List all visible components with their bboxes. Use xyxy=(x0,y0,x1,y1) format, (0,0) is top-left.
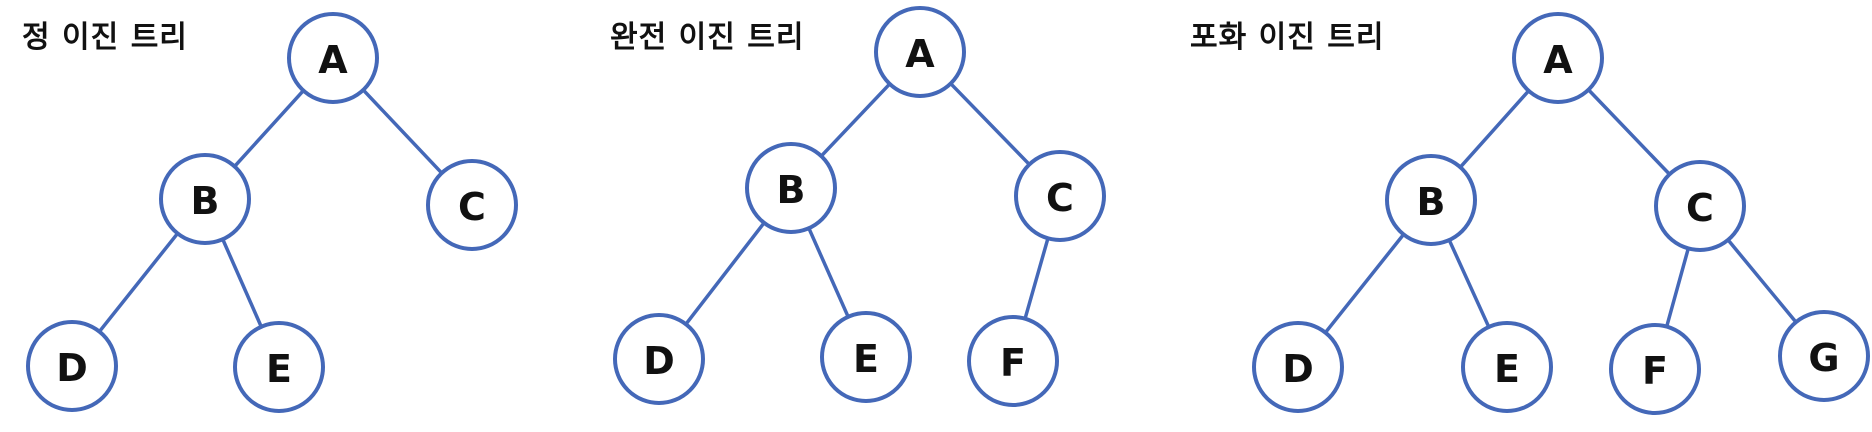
node-label: D xyxy=(643,339,675,383)
node-label: G xyxy=(1808,336,1839,380)
complete-binary-tree-panel: 완전 이진 트리 A B C D E F xyxy=(600,0,1190,432)
edge-a-c xyxy=(949,82,1031,166)
node-circle xyxy=(1385,154,1477,246)
node-label: A xyxy=(1543,38,1573,82)
node-label: C xyxy=(458,185,486,229)
edge-a-b xyxy=(1459,89,1530,169)
tree-node-e: E xyxy=(1461,321,1553,413)
edge-b-e xyxy=(1447,239,1491,328)
node-label: B xyxy=(1417,180,1446,224)
node-label: C xyxy=(1686,186,1714,230)
node-circle xyxy=(1778,310,1870,402)
tree-node-g: G xyxy=(1778,310,1870,402)
node-circle xyxy=(1512,12,1604,104)
tree-node-f: F xyxy=(967,315,1059,407)
edge-c-g xyxy=(1726,238,1798,324)
edge-b-d xyxy=(1324,233,1405,334)
tree-node-c: C xyxy=(1654,160,1746,252)
node-circle xyxy=(1609,323,1701,415)
tree-node-e: E xyxy=(820,311,912,403)
tree-node-b: B xyxy=(159,153,251,245)
node-circle xyxy=(1252,321,1344,413)
node-circle xyxy=(745,142,837,234)
tree-node-e: E xyxy=(233,321,325,413)
node-circle xyxy=(1461,321,1553,413)
node-label: E xyxy=(1494,347,1520,391)
perfect-binary-tree-panel: 포화 이진 트리 A B C D E F G xyxy=(1190,0,1872,432)
node-label: D xyxy=(56,346,88,390)
tree-node-d: D xyxy=(26,320,118,412)
tree-node-b: B xyxy=(745,142,837,234)
tree-node-c: C xyxy=(1014,150,1106,242)
node-circle xyxy=(26,320,118,412)
tree-diagram: A B C D E F xyxy=(613,6,1106,407)
node-circle xyxy=(820,311,912,403)
full-binary-tree-panel: 정 이진 트리 A B C D E xyxy=(0,0,600,432)
node-circle xyxy=(426,159,518,251)
node-label: E xyxy=(266,347,292,391)
tree-node-d: D xyxy=(613,313,705,405)
node-label: E xyxy=(853,337,879,381)
node-label: F xyxy=(1642,349,1668,393)
node-label: B xyxy=(191,179,220,223)
node-circle xyxy=(613,313,705,405)
edge-a-b xyxy=(820,82,891,158)
edge-b-e xyxy=(807,227,850,318)
tree-node-f: F xyxy=(1609,323,1701,415)
node-circle xyxy=(1014,150,1106,242)
tree-node-d: D xyxy=(1252,321,1344,413)
panel-title: 포화 이진 트리 xyxy=(1190,20,1385,55)
tree-node-b: B xyxy=(1385,154,1477,246)
edge-a-b xyxy=(233,89,305,168)
node-circle xyxy=(287,12,379,104)
node-circle xyxy=(159,153,251,245)
tree-node-a: A xyxy=(874,6,966,98)
node-circle xyxy=(967,315,1059,407)
tree-diagram: A B C D E F G xyxy=(1252,12,1870,415)
edge-b-e xyxy=(221,238,263,328)
node-label: B xyxy=(777,168,806,212)
tree-diagram: A B C D E xyxy=(26,12,518,413)
node-label: A xyxy=(905,32,935,76)
tree-node-c: C xyxy=(426,159,518,251)
node-label: D xyxy=(1282,347,1314,391)
tree-node-a: A xyxy=(1512,12,1604,104)
panel-title: 정 이진 트리 xyxy=(22,20,188,55)
tree-node-a: A xyxy=(287,12,379,104)
panel-title: 완전 이진 트리 xyxy=(610,20,805,55)
node-label: A xyxy=(318,38,348,82)
edge-b-d xyxy=(98,232,179,333)
edge-c-f xyxy=(1023,237,1050,320)
edge-a-c xyxy=(361,88,444,175)
edge-c-f xyxy=(1665,247,1690,328)
node-circle xyxy=(233,321,325,413)
node-label: F xyxy=(1000,341,1026,385)
edge-a-c xyxy=(1587,88,1671,176)
node-circle xyxy=(1654,160,1746,252)
edge-b-d xyxy=(684,221,766,326)
node-circle xyxy=(874,6,966,98)
node-label: C xyxy=(1046,176,1074,220)
